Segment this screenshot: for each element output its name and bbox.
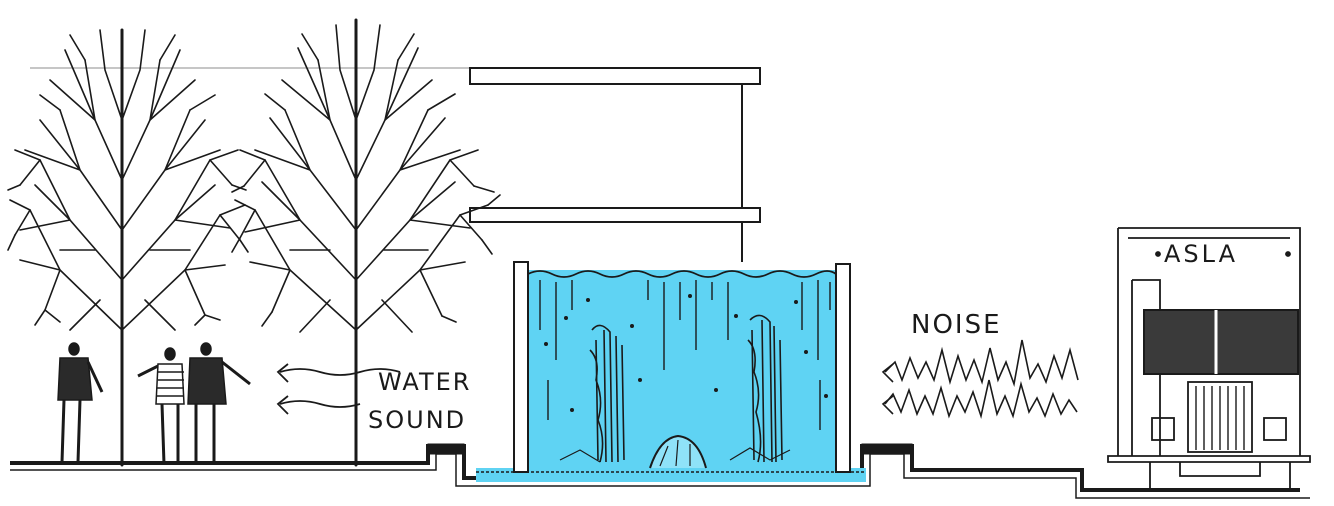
water-wall-fountain	[476, 262, 866, 482]
fountain-pool	[476, 468, 866, 482]
arrowhead-2	[278, 396, 288, 414]
right-coping	[862, 444, 912, 454]
noise-arrows	[883, 340, 1078, 416]
roof-slab	[470, 68, 760, 84]
noise-arrowhead-2	[883, 396, 893, 414]
person-2	[138, 348, 184, 464]
noise-label: NOISE	[911, 310, 1002, 340]
left-coping	[428, 444, 464, 454]
arrowhead-1	[278, 364, 288, 382]
noise-arrowhead-1	[883, 364, 893, 382]
people-group	[58, 343, 250, 464]
window-band	[1144, 310, 1298, 374]
sound-wave-2	[280, 401, 360, 407]
noise-wave-1	[885, 340, 1078, 384]
water-label: WATER	[378, 368, 471, 396]
person-3	[188, 343, 250, 464]
person-1	[58, 343, 102, 462]
window-right	[1264, 418, 1286, 440]
right-pier	[836, 264, 850, 472]
left-pier	[514, 262, 528, 472]
noise-wave-2	[885, 380, 1077, 416]
building-sign-label: ASLA	[1164, 240, 1238, 268]
tree-right	[232, 20, 500, 465]
sound-label: SOUND	[368, 406, 466, 434]
window-left	[1152, 418, 1174, 440]
floor-slab	[470, 208, 760, 222]
